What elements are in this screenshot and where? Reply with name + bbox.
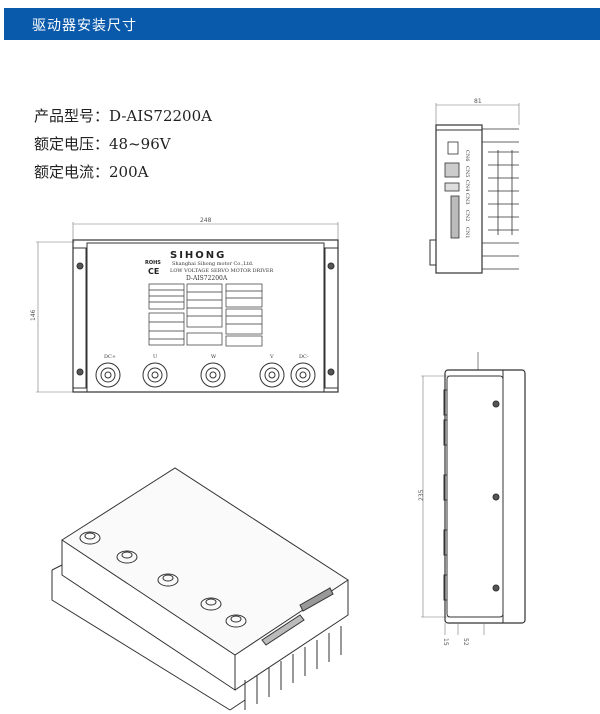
- isometric-view-drawing: [51, 467, 349, 711]
- port-label: CN1: [464, 227, 470, 238]
- port-label: CN6: [464, 150, 470, 161]
- port-label: CN5: [464, 166, 470, 177]
- section-header: 驱动器安装尺寸: [4, 8, 600, 40]
- side-width-dimension: 81: [474, 98, 482, 105]
- ce-mark: CE: [148, 267, 159, 276]
- port-label: CN4: [464, 180, 470, 191]
- port-label: CN2: [464, 210, 470, 221]
- length-dimension: 235: [418, 489, 425, 501]
- spec-current: 额定电流：200A: [34, 158, 212, 186]
- terminal-label: U: [153, 354, 157, 360]
- terminals: [95, 362, 316, 388]
- spec-model: 产品型号：D-AIS72200A: [34, 102, 212, 130]
- spec-tables: [148, 283, 263, 347]
- spec-voltage: 额定电压：48~96V: [34, 130, 212, 158]
- terminal-label: DC+: [104, 354, 116, 360]
- terminal-label: V: [269, 354, 274, 360]
- spec-label: 额定电流：: [34, 163, 110, 181]
- terminal-label: W: [211, 354, 217, 360]
- spec-label: 额定电压：: [34, 135, 110, 153]
- dim-b: 52: [462, 638, 469, 646]
- spec-value: 200A: [109, 163, 149, 181]
- product-line: LOW VOLTAGE SERVO MOTOR DRIVER: [170, 268, 273, 274]
- model-label: D-AIS72200A: [186, 275, 228, 282]
- dim-a: 15: [442, 638, 449, 646]
- front-view-drawing: 248 146 SIHONG ROHS CE Shanghai Sihong m…: [30, 217, 339, 393]
- end-view-drawing: 235 15 52: [418, 352, 526, 646]
- spec-list: 产品型号：D-AIS72200A 额定电压：48~96V 额定电流：200A: [34, 102, 212, 186]
- spec-value: D-AIS72200A: [109, 107, 212, 125]
- spec-value: 48~96V: [109, 135, 171, 153]
- width-dimension: 248: [200, 217, 212, 224]
- rohs-mark: ROHS: [145, 260, 161, 266]
- company-name: Shanghai Sihong motor Co.,Ltd.: [172, 261, 254, 267]
- height-dimension: 146: [30, 309, 37, 321]
- side-view-drawing: 81 CN6 CN5 CN4 CN3 CN2 CN1: [429, 98, 520, 274]
- spec-label: 产品型号：: [34, 107, 110, 125]
- port-label: CN3: [464, 193, 470, 204]
- brand-logo: SIHONG: [170, 250, 226, 261]
- section-title: 驱动器安装尺寸: [32, 18, 137, 34]
- terminal-label: DC-: [299, 354, 309, 360]
